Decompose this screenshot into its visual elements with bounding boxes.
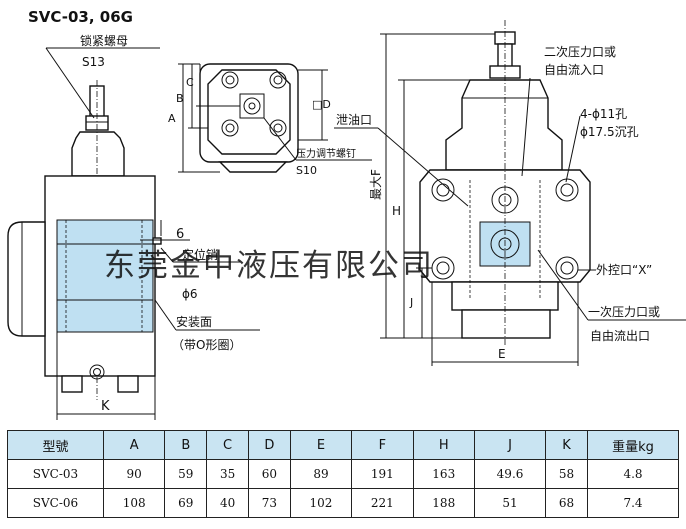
primary-out-label-1: 一次压力口或 [588,305,660,319]
lock-nut-label: 锁紧螺母 [80,33,128,48]
secondary-in-label-1: 二次压力口或 [544,45,616,59]
oring-label: （带O形圈） [172,338,241,352]
dim-six-label: 6 [176,227,184,242]
table-cell: 49.6 [473,459,547,489]
s10-label: S10 [296,164,317,177]
header-d: D [247,430,291,460]
bolt-holes-label-1: 4-ϕ11孔 [580,107,627,121]
mount-face-label: 安装面 [176,314,212,329]
dim-j-label: J [409,296,413,309]
table-cell: 59 [164,459,208,489]
spec-table: 型號 A B C D E F H J K 重量kg SVC-03 90 59 3… [7,430,679,518]
table-cell: 58 [545,459,588,489]
side-view: K 6 锁紧螺母 S13 定位销 ϕ6 安装面 （带O形圈） [7,33,260,420]
adj-screw-label: 压力调节螺钉 [296,147,356,160]
table-row: SVC-03 90 59 35 60 89 191 163 49.6 58 4.… [7,459,679,489]
table-cell: 102 [289,488,353,518]
dim-c-label: C [186,76,194,89]
table-cell: 69 [164,488,208,518]
dim-a-label: A [168,112,176,125]
table-cell: 163 [412,459,475,489]
header-model: 型號 [7,430,104,460]
table-cell: 7.4 [587,488,679,518]
drain-port-label: 泄油口 [336,113,372,127]
table-cell: SVC-06 [7,488,104,518]
s13-label: S13 [82,55,105,69]
header-f: F [351,430,414,460]
table-cell: 68 [545,488,588,518]
table-cell: 4.8 [587,459,679,489]
table-cell: 90 [102,459,166,489]
watermark-text: 东莞金中液压有限公司 [104,248,434,284]
drawing-title: SVC-03, 06G [28,8,133,26]
ext-pilot-label: 外控口“X” [596,263,652,277]
dim-b-label: B [176,92,184,105]
table-cell: 73 [247,488,291,518]
header-c: C [206,430,249,460]
header-e: E [289,430,353,460]
secondary-in-label-2: 自由流入口 [544,63,604,77]
table-cell: 188 [412,488,475,518]
header-weight: 重量kg [587,430,679,460]
front-view: 最大F H J E 泄油口 二次压力口或 自由流入口 4-ϕ11孔 ϕ17.5沉… [334,20,686,366]
table-cell: SVC-03 [7,459,104,489]
header-j: J [473,430,547,460]
table-cell: 35 [206,459,249,489]
table-cell: 89 [289,459,353,489]
table-row: SVC-06 108 69 40 73 102 221 188 51 68 7.… [7,488,679,518]
table-cell: 221 [351,488,414,518]
table-cell: 108 [102,488,166,518]
locating-pin-label: 定位销 [182,247,218,262]
spec-header-row: 型號 A B C D E F H J K 重量kg [7,430,679,460]
pin-dia-label: ϕ6 [182,287,198,301]
dim-e-label: E [498,347,506,361]
dim-d-label: □D [312,98,331,111]
dim-k-label: K [101,399,110,414]
dim-max-f-label: 最大F [369,169,383,200]
top-view: A B C □D 压力调节螺钉 S10 [168,63,372,177]
table-cell: 60 [247,459,291,489]
valve-drawing: SVC-03, 06G K 6 [7,8,686,420]
table-cell: 40 [206,488,249,518]
dim-h-label: H [392,204,401,218]
header-a: A [102,430,166,460]
table-cell: 51 [473,488,547,518]
header-b: B [164,430,208,460]
primary-out-label-2: 自由流出口 [590,329,650,343]
header-h: H [412,430,475,460]
bolt-holes-label-2: ϕ17.5沉孔 [580,125,639,139]
table-cell: 191 [351,459,414,489]
header-k: K [545,430,588,460]
